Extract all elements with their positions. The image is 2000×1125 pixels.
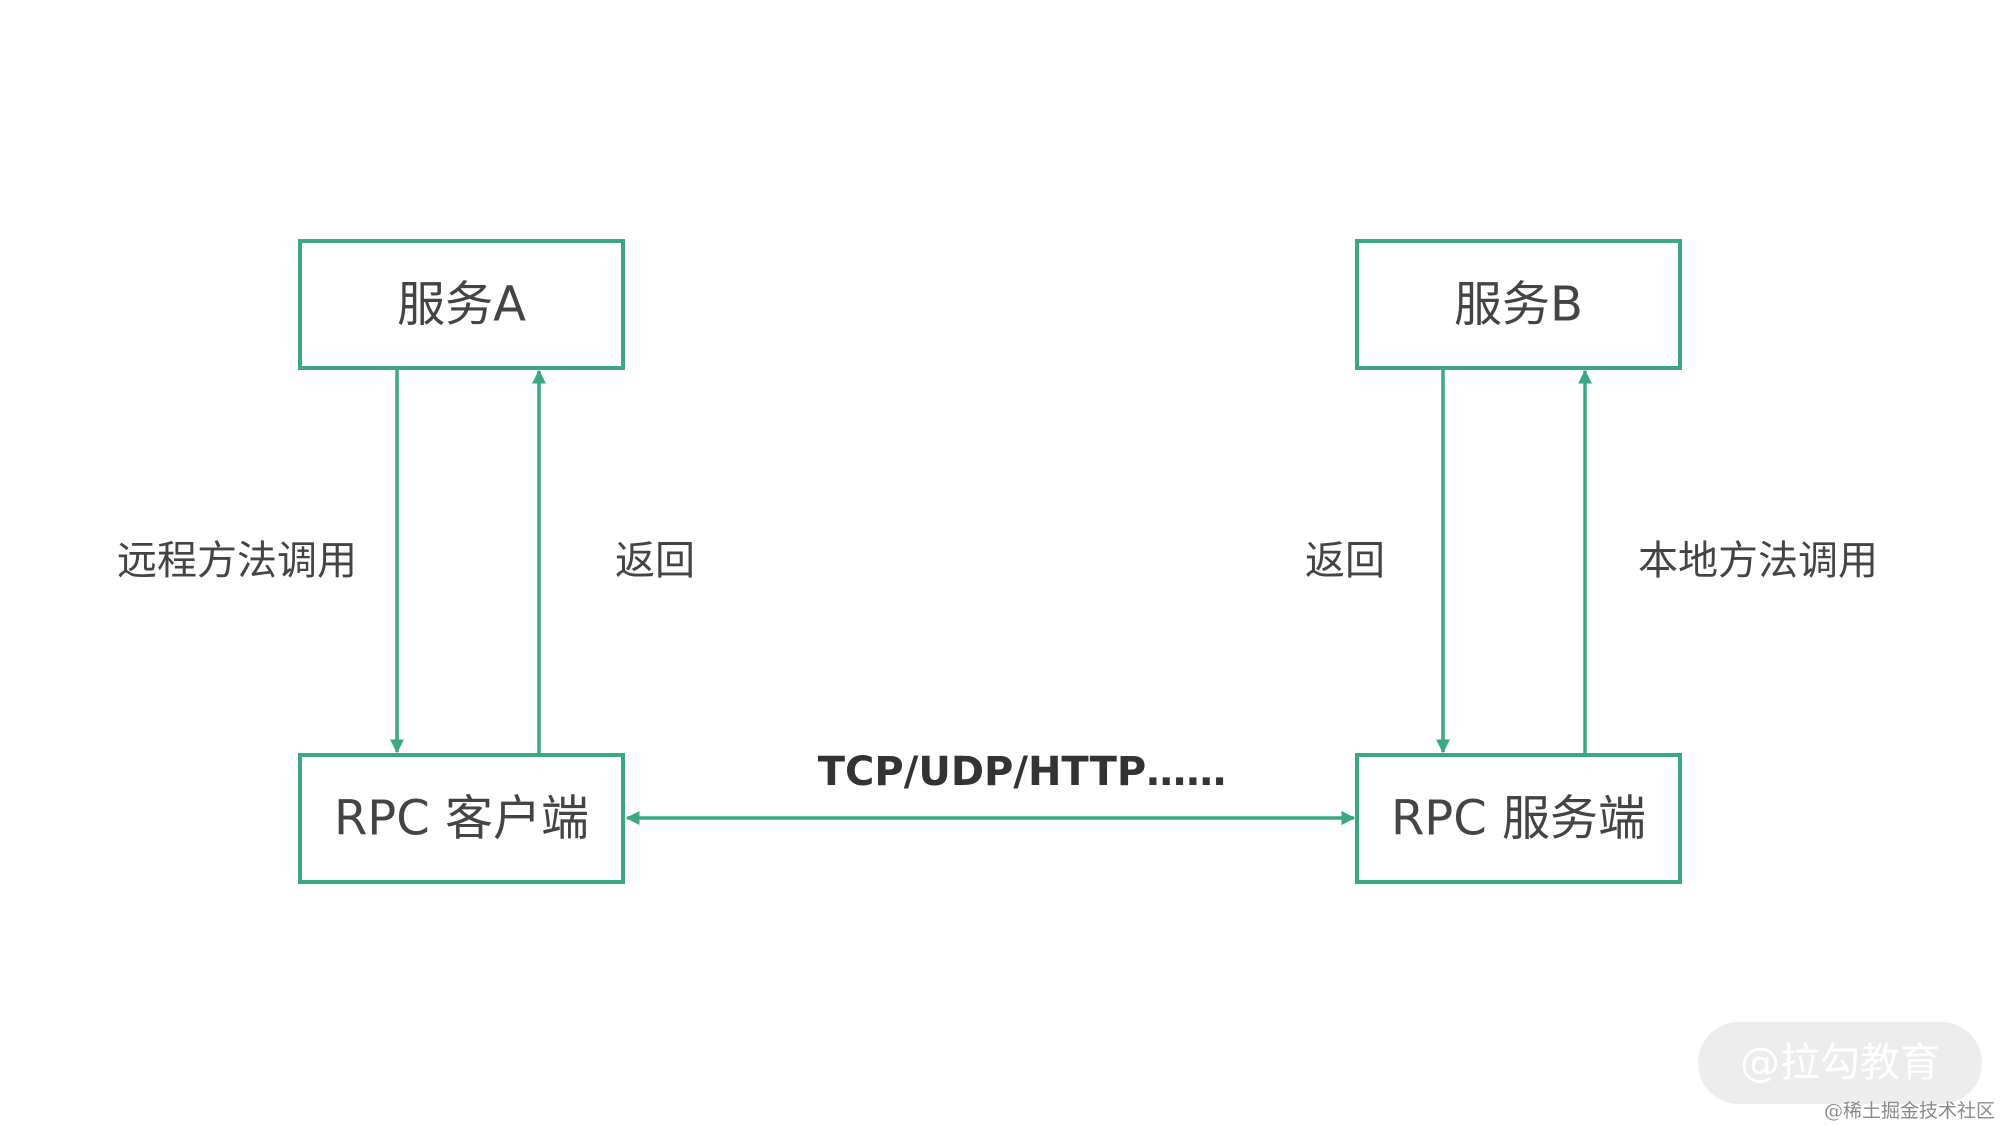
service-b-label: 服务B [1454, 277, 1583, 333]
service-b-node: 服务B [1355, 239, 1682, 370]
rpc-client-label: RPC 客户端 [334, 791, 589, 847]
watermark: @拉勾教育 @稀土掘金技术社区 [1698, 1022, 1995, 1122]
return-a-label: 返回 [615, 538, 695, 584]
remote-call-label: 远程方法调用 [117, 538, 357, 584]
local-call-label: 本地方法调用 [1638, 538, 1878, 584]
service-a-node: 服务A [298, 239, 625, 370]
watermark-community: @稀土掘金技术社区 [1824, 1100, 1995, 1122]
rpc-client-node: RPC 客户端 [298, 753, 625, 884]
watermark-brand: @拉勾教育 [1740, 1040, 1940, 1086]
return-b-label: 返回 [1305, 538, 1385, 584]
service-a-label: 服务A [397, 277, 526, 333]
rpc-server-label: RPC 服务端 [1391, 791, 1646, 847]
protocol-label: TCP/UDP/HTTP…… [818, 749, 1226, 795]
rpc-server-node: RPC 服务端 [1355, 753, 1682, 884]
